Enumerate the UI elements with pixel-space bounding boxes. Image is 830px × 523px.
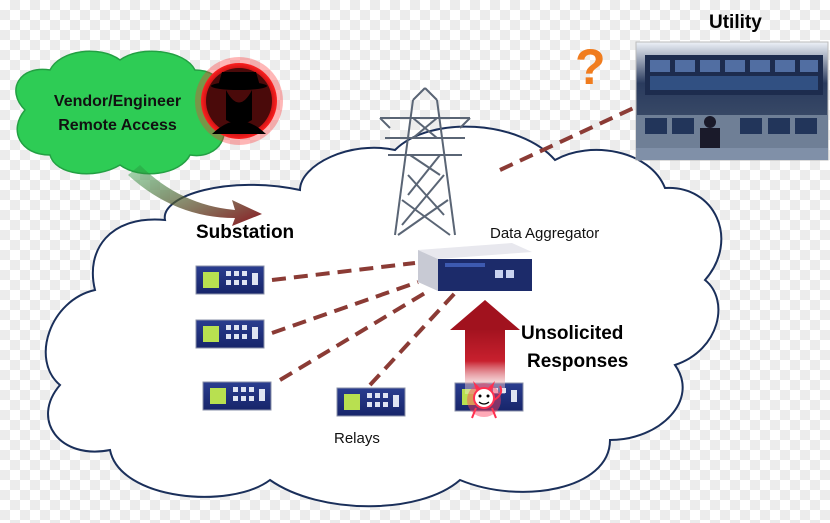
- utility-label: Utility: [709, 12, 762, 33]
- vendor-remote-access-label: Vendor/Engineer Remote Access: [40, 90, 195, 138]
- control-room-image: [635, 41, 829, 161]
- relay-device-2: [195, 319, 265, 349]
- question-mark-icon: ?: [575, 39, 606, 95]
- relay-device-3: [202, 381, 272, 411]
- unsolicited-label-line1: Unsolicited: [521, 323, 624, 344]
- devil-icon: [467, 381, 503, 419]
- unsolicited-label-line2: Responses: [527, 351, 629, 372]
- vendor-label-line1: Vendor/Engineer: [53, 93, 182, 110]
- substation-label: Substation: [196, 222, 295, 243]
- transmission-tower-icon: [379, 87, 471, 236]
- remote-access-arrow: [128, 165, 262, 226]
- unsolicited-responses-label: Unsolicited Responses: [521, 320, 628, 376]
- vendor-label-line2: Remote Access: [58, 117, 177, 134]
- unsolicited-response-arrow: [450, 300, 520, 394]
- relays-label: Relays: [334, 430, 380, 447]
- relay-links: [271, 103, 641, 387]
- relay-device-4: [336, 387, 406, 417]
- hacker-silhouette-icon: [195, 57, 283, 145]
- data-aggregator-device: [418, 243, 532, 291]
- relay-device-1: [195, 265, 265, 295]
- data-aggregator-label: Data Aggregator: [490, 225, 600, 242]
